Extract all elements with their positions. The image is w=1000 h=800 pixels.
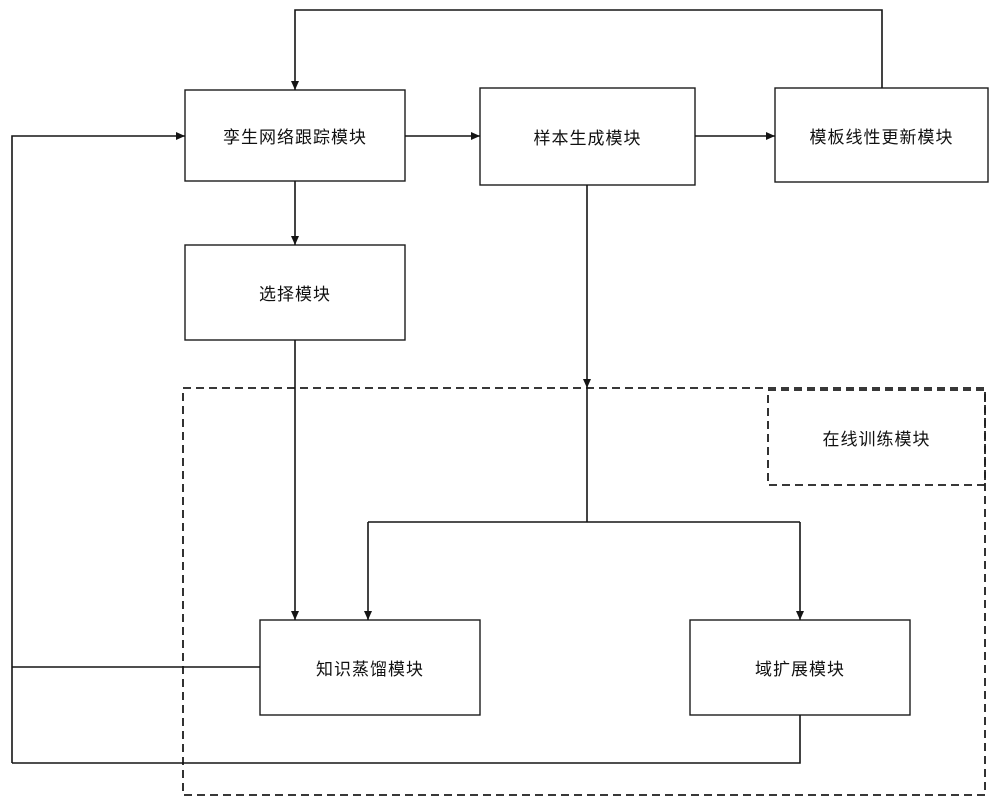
- online-training-group-border: [182, 387, 986, 796]
- edge-domain-feedback: [12, 715, 801, 764]
- node-knowledge-distillation-box: [259, 619, 481, 716]
- node-domain-extension-box: [689, 619, 911, 716]
- online-training-label-border: [767, 389, 986, 486]
- edge-feedback-to-siamese: [11, 132, 185, 763]
- node-sample-generation-box: [479, 87, 696, 186]
- node-siamese-tracking-box: [184, 89, 406, 182]
- node-selection-box: [184, 244, 406, 341]
- edge-template-to-siamese: [291, 9, 883, 90]
- node-template-update-box: [774, 87, 989, 183]
